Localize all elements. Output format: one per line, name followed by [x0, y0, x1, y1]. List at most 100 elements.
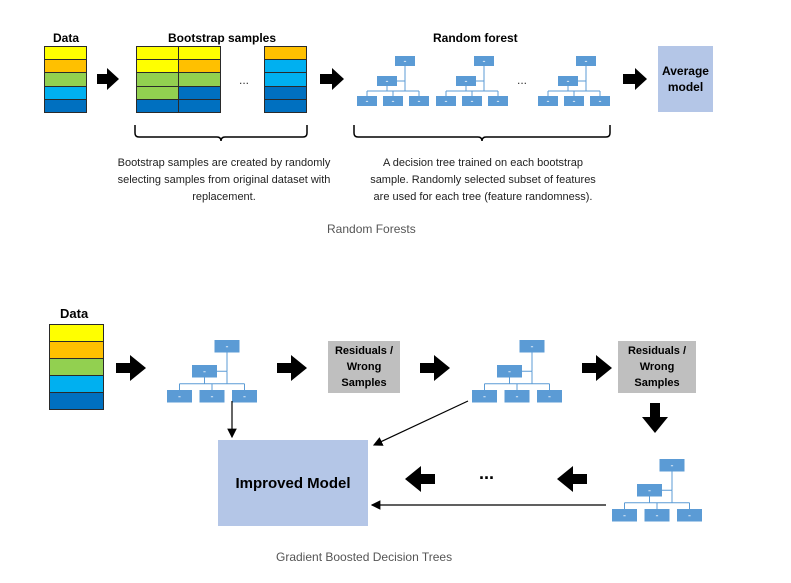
tree-node-label: -	[548, 391, 551, 401]
tree-node-label: -	[585, 56, 588, 66]
tree-node-label: -	[483, 56, 486, 66]
tree-node-label: -	[688, 510, 691, 520]
tree-leaf-node	[564, 96, 584, 106]
tree-leaf-node	[462, 96, 482, 106]
residuals-box-2: Residuals / Wrong Samples	[618, 341, 696, 393]
tree-node-label: -	[465, 76, 468, 86]
rf-bootstrap-desc-line-1: Bootstrap samples are created by randoml…	[117, 157, 331, 169]
tree-node-label: -	[203, 366, 206, 376]
data-row-cell	[264, 98, 307, 113]
gb-data-stack	[49, 324, 104, 410]
tree-node-label: -	[567, 76, 570, 86]
tree-leaf-node	[644, 509, 670, 522]
tree-node-label: -	[547, 96, 550, 106]
rf-data-stack	[44, 46, 87, 113]
tree-internal-node	[558, 76, 578, 86]
gb-arrow-3	[420, 355, 450, 381]
gb-arrow-down	[642, 403, 668, 433]
gb-data-label: Data	[60, 306, 89, 321]
rf-bootstrap-desc-line-2: selecting samples from original dataset …	[117, 174, 331, 186]
tree-node-label: -	[366, 96, 369, 106]
tree-node-label: -	[671, 460, 674, 470]
tree-root-node	[214, 340, 240, 353]
tree-leaf-node	[538, 96, 558, 106]
gb-arrow-2	[277, 355, 307, 381]
tree-leaf-node	[199, 390, 225, 403]
tree-node-label: -	[404, 56, 407, 66]
residuals-box-1: Residuals / Wrong Samples	[328, 341, 400, 393]
tree-leaf-node	[167, 390, 192, 403]
rf-bootstrap-sample-1	[136, 46, 221, 113]
rf-forest-desc-line-3: are used for each tree (feature randomne…	[373, 191, 593, 203]
gb-ellipsis: ...	[479, 463, 495, 483]
rf-forest-brace	[353, 125, 611, 142]
tree-root-node	[519, 340, 545, 353]
rf-forest-description: A decision tree trained on each bootstra…	[352, 155, 614, 206]
tree-leaf-node	[677, 509, 702, 522]
tree-internal-node	[192, 365, 217, 378]
rf-forest-ellipsis: ...	[517, 73, 528, 87]
tree-root-node	[395, 56, 415, 66]
rf-bootstrap-desc-line-3: replacement.	[192, 191, 256, 203]
tree-internal-node	[497, 365, 522, 378]
gb-thin-arrow-2	[372, 400, 469, 446]
rf-caption: Random Forests	[327, 222, 416, 236]
tree-internal-node	[637, 484, 662, 497]
tree-node-label: -	[599, 96, 602, 106]
tree-leaf-node	[590, 96, 610, 106]
data-row-cell	[178, 98, 221, 113]
rf-forest-desc-line-2: sample. Randomly selected subset of feat…	[370, 174, 596, 186]
tree-leaf-node	[409, 96, 429, 106]
tree-root-node	[576, 56, 596, 66]
tree-node-label: -	[226, 341, 229, 351]
gb-arrow-4	[582, 355, 612, 381]
tree-node-label: -	[211, 391, 214, 401]
data-row-cell	[49, 392, 104, 410]
gb-arrow-left-2	[405, 466, 435, 492]
rf-arrow-2	[320, 68, 344, 90]
tree-node-label: -	[243, 391, 246, 401]
tree-node-label: -	[623, 510, 626, 520]
tree-node-label: -	[497, 96, 500, 106]
tree-leaf-node	[488, 96, 508, 106]
rf-bootstrap-ellipsis: ...	[239, 73, 250, 87]
rf-bootstrap-description: Bootstrap samples are created by randoml…	[100, 155, 348, 206]
rf-bootstrap-label: Bootstrap samples	[168, 31, 277, 45]
tree-node-label: -	[445, 96, 448, 106]
tree-leaf-node	[537, 390, 562, 403]
rf-bootstrap-brace	[134, 125, 308, 142]
tree-leaf-node	[472, 390, 497, 403]
tree-node-label: -	[386, 76, 389, 86]
tree-internal-node	[456, 76, 476, 86]
tree-internal-node	[377, 76, 397, 86]
tree-root-node	[474, 56, 494, 66]
tree-node-label: -	[508, 366, 511, 376]
data-row-cell	[44, 98, 87, 113]
tree-node-label: -	[392, 96, 395, 106]
tree-leaf-node	[383, 96, 403, 106]
average-model-box: Average model	[658, 46, 713, 112]
tree-node-label: -	[531, 341, 534, 351]
tree-node-label: -	[178, 391, 181, 401]
tree-node-label: -	[573, 96, 576, 106]
rf-arrow-3	[623, 68, 647, 90]
tree-leaf-node	[436, 96, 456, 106]
improved-model-box: Improved Model	[218, 440, 368, 526]
tree-root-node	[659, 459, 685, 472]
tree-node-label: -	[656, 510, 659, 520]
tree-node-label: -	[648, 485, 651, 495]
tree-leaf-node	[504, 390, 530, 403]
gb-caption: Gradient Boosted Decision Trees	[276, 550, 453, 564]
rf-data-label: Data	[53, 31, 80, 45]
rf-arrow-1	[97, 68, 119, 90]
tree-leaf-node	[612, 509, 637, 522]
tree-node-label: -	[418, 96, 421, 106]
tree-node-label: -	[516, 391, 519, 401]
rf-forest-desc-line-1: A decision tree trained on each bootstra…	[383, 157, 583, 169]
gb-arrow-1	[116, 355, 146, 381]
tree-leaf-node	[232, 390, 257, 403]
tree-node-label: -	[483, 391, 486, 401]
tree-node-label: -	[471, 96, 474, 106]
gb-arrow-left-1	[557, 466, 587, 492]
